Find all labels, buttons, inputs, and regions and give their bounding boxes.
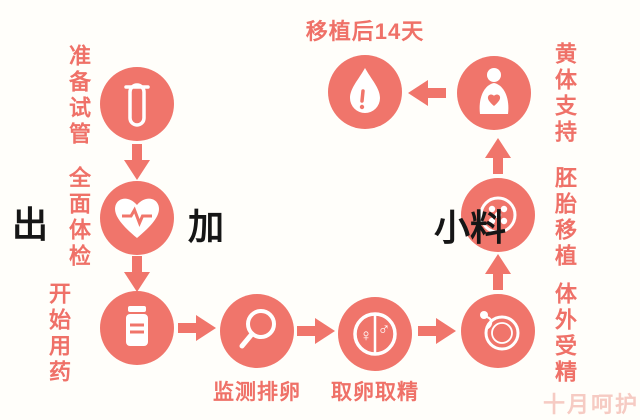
svg-text:♂: ♂ xyxy=(378,320,391,339)
magnifier-icon xyxy=(239,309,276,349)
step-circle-egg-sperm-retrieval: ♀ ♂ xyxy=(338,297,412,371)
medicine-bottle-icon xyxy=(126,306,148,346)
gender-symbols-icon: ♀ ♂ xyxy=(353,312,397,356)
heart-icon xyxy=(115,198,159,238)
svg-text:♀: ♀ xyxy=(360,326,373,345)
watermark-fragment: 加 xyxy=(188,206,225,247)
step-circle-luteal-support xyxy=(457,56,531,130)
arrow-left-icon xyxy=(408,80,446,106)
watermark-fragment: 小料 xyxy=(434,207,507,248)
step-circle-embryo-transfer xyxy=(461,178,535,252)
step-circle-day14-test xyxy=(328,55,402,129)
step-label-full-checkup: 全面体检 xyxy=(66,166,91,270)
corner-watermark: 十月呵护 xyxy=(543,392,640,417)
arrow-right-icon xyxy=(178,315,216,341)
step-circle-monitor-ovulation xyxy=(220,294,294,368)
step-label-start-medication: 开始用药 xyxy=(46,282,71,386)
step-label-day14-after-transfer: 移植后14天 xyxy=(305,19,425,44)
step-label-embryo-transfer: 胚胎移植 xyxy=(552,166,577,270)
arrow-right-icon xyxy=(418,318,456,344)
step-label-egg-sperm-retrieval: 取卵取精 xyxy=(331,381,419,404)
embryo-icon xyxy=(479,196,517,234)
arrow-right-icon xyxy=(297,318,335,344)
test-tube-icon xyxy=(124,83,150,127)
petri-dish-icon xyxy=(480,311,520,351)
step-circle-full-checkup xyxy=(100,181,174,255)
arrow-down-icon xyxy=(124,144,150,180)
step-label-prepare-tube: 准备试管 xyxy=(66,44,91,148)
step-label-luteal-support: 黄体支持 xyxy=(552,42,577,146)
watermark-fragment: 出 xyxy=(12,204,49,245)
blood-drop-icon xyxy=(350,68,380,113)
step-circle-start-medication xyxy=(100,291,174,365)
step-label-ivf: 体外受精 xyxy=(552,282,577,386)
step-circle-ivf xyxy=(461,294,535,368)
arrow-up-icon xyxy=(485,254,511,290)
step-label-monitor-ovulation: 监测排卵 xyxy=(213,381,301,404)
pregnant-woman-icon xyxy=(479,68,509,114)
arrow-up-icon xyxy=(485,138,511,174)
arrow-down-icon xyxy=(124,256,150,292)
step-circle-prepare-tube xyxy=(100,67,174,141)
